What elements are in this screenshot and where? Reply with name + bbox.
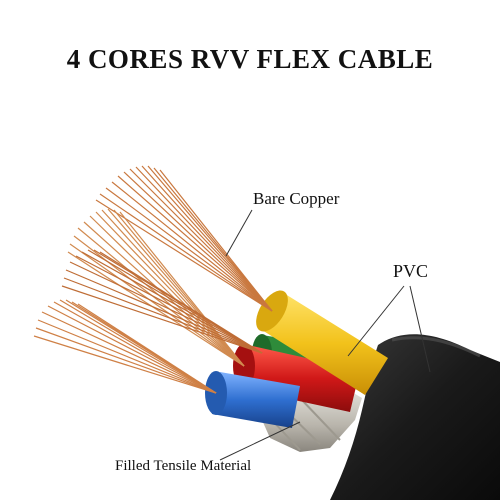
sheath-highlight bbox=[391, 336, 481, 358]
pvc-leader-outer bbox=[409, 285, 431, 373]
pvc-label: PVC bbox=[393, 261, 429, 281]
copper-bundle-green bbox=[61, 249, 263, 354]
filled-tensile-material-label: Filled Tensile Material bbox=[115, 458, 252, 474]
bare-copper-leader bbox=[225, 209, 253, 257]
page-title: 4 CORES RVV FLEX CABLE bbox=[66, 44, 434, 74]
filler-leader bbox=[219, 421, 301, 461]
bare-copper-label: Bare Copper bbox=[253, 189, 340, 208]
pvc-leader-inner bbox=[347, 285, 405, 357]
blue-core bbox=[212, 372, 300, 428]
copper-bundle-yellow bbox=[95, 165, 273, 312]
copper-bundle-blue bbox=[33, 299, 217, 394]
yellow-core bbox=[262, 292, 388, 395]
red-core bbox=[238, 345, 360, 412]
filler-strand bbox=[299, 397, 341, 441]
